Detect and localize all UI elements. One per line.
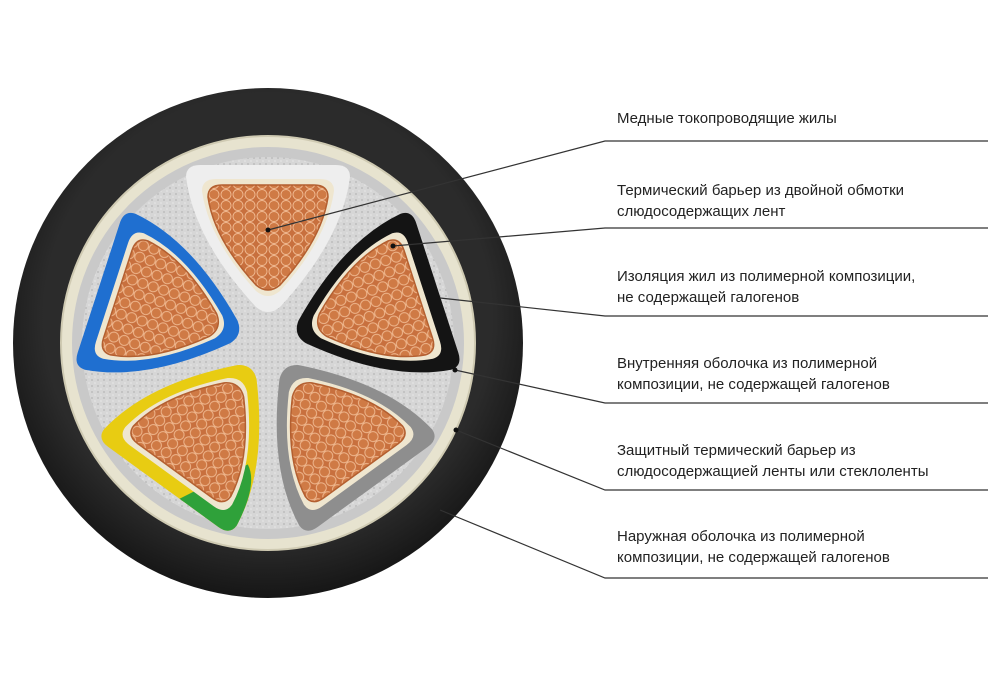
- label-outer-sheath: Наружная оболочка из полимерной композиц…: [617, 526, 992, 568]
- leader-inner-sheath-dot: [453, 368, 458, 373]
- leader-copper-dot: [266, 228, 271, 233]
- label-copper-conductors: Медные токопроводящие жилы: [617, 108, 992, 129]
- label-core-insulation: Изоляция жил из полимерной композиции, н…: [617, 266, 992, 308]
- label-mica-thermal-barrier: Термический барьер из двойной обмотки сл…: [617, 180, 992, 222]
- label-protective-barrier: Защитный термический барьер из слюдосоде…: [617, 440, 992, 482]
- leader-mica-dot: [391, 244, 396, 249]
- leader-protective-dot: [454, 428, 459, 433]
- label-inner-sheath: Внутренняя оболочка из полимерной композ…: [617, 353, 992, 395]
